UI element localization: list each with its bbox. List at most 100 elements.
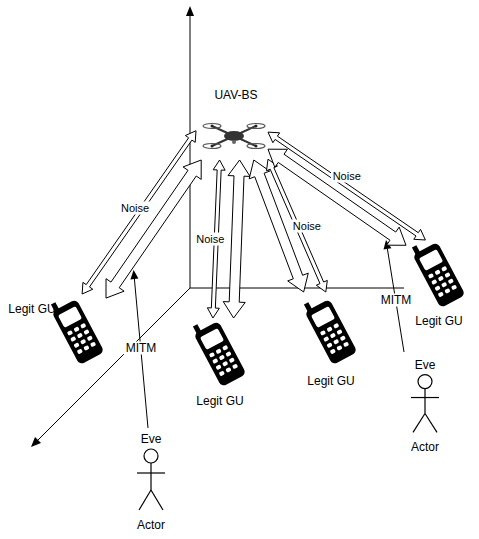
phone-screen bbox=[311, 306, 335, 328]
phone-key bbox=[229, 357, 235, 363]
phone-key bbox=[320, 330, 326, 336]
z-axis bbox=[190, 16, 191, 288]
drone-hub bbox=[255, 145, 258, 148]
phone-key bbox=[222, 361, 228, 367]
actor-head bbox=[144, 449, 158, 463]
phone-body bbox=[305, 299, 358, 365]
phone-key bbox=[438, 276, 444, 282]
phone-key bbox=[441, 282, 447, 288]
actor-limb bbox=[137, 472, 165, 473]
phone-screen bbox=[58, 306, 82, 328]
node-label: Eve bbox=[141, 432, 162, 446]
phone-key bbox=[87, 335, 93, 341]
link-arrow bbox=[268, 149, 406, 245]
phone-key bbox=[431, 279, 437, 285]
phone-key bbox=[330, 348, 336, 354]
mitm-arrowhead bbox=[130, 270, 138, 279]
attacker-node: EveActor bbox=[402, 358, 448, 456]
phone-key bbox=[444, 288, 450, 294]
phone-illustration bbox=[192, 318, 248, 390]
phone-key bbox=[212, 358, 218, 364]
phone-key bbox=[444, 272, 450, 278]
actor-illustration bbox=[405, 374, 445, 438]
edge-label-holder: Noise bbox=[119, 202, 151, 215]
drone-hub bbox=[255, 125, 258, 128]
actor-head bbox=[418, 375, 432, 389]
phone-icon bbox=[409, 236, 465, 308]
edge-label: Noise bbox=[331, 170, 363, 183]
actor-limb bbox=[151, 490, 163, 510]
phone-key bbox=[336, 329, 342, 335]
phone-icon bbox=[301, 293, 357, 365]
phone-key bbox=[219, 355, 225, 361]
phone-key bbox=[434, 269, 440, 275]
phone-key bbox=[222, 345, 228, 351]
free-label-holder: MITM bbox=[124, 342, 159, 355]
edge-label: Noise bbox=[194, 233, 226, 246]
phone-key bbox=[225, 367, 231, 373]
phone-key bbox=[326, 342, 332, 348]
actor-limb bbox=[425, 414, 437, 433]
actor-limb bbox=[150, 463, 151, 490]
edge-label-holder: Noise bbox=[331, 170, 363, 183]
actor-limb bbox=[139, 490, 151, 510]
phone-icon bbox=[48, 293, 104, 365]
attacker-node: EveActor bbox=[128, 432, 174, 534]
drone-rotor bbox=[247, 144, 265, 149]
phone-key bbox=[67, 330, 73, 336]
actor-illustration bbox=[131, 448, 171, 516]
phone-key bbox=[330, 333, 336, 339]
actor-limb bbox=[424, 388, 425, 413]
phone-key bbox=[340, 335, 346, 341]
phone-key bbox=[70, 336, 76, 342]
phone-key bbox=[215, 364, 221, 370]
phone-body bbox=[194, 321, 247, 387]
edge-label: Noise bbox=[119, 202, 151, 215]
phone-key bbox=[434, 285, 440, 291]
drone-rotor bbox=[247, 124, 265, 129]
ground-user-node: Legit GU bbox=[4, 294, 106, 370]
axis-arrowhead bbox=[186, 6, 194, 16]
phone-key bbox=[83, 329, 89, 335]
node-label: Actor bbox=[137, 518, 165, 532]
ground-user-node: Legit GU bbox=[406, 240, 472, 328]
phone-key bbox=[225, 351, 231, 357]
drone-rotor bbox=[203, 124, 221, 129]
phone-illustration bbox=[303, 294, 359, 370]
attack-label: MITM bbox=[379, 294, 414, 307]
node-label: UAV-BS bbox=[214, 88, 257, 102]
link-arrow bbox=[223, 160, 250, 318]
phone-screen bbox=[200, 328, 224, 350]
phone-key bbox=[323, 336, 329, 342]
phone-key bbox=[215, 348, 221, 354]
node-label: Eve bbox=[415, 358, 436, 372]
node-label: Legit GU bbox=[415, 314, 462, 328]
ground-user-node: Legit GU bbox=[296, 292, 366, 388]
phone-key bbox=[80, 323, 86, 329]
phone-key bbox=[343, 341, 349, 347]
phone-key bbox=[77, 348, 83, 354]
phone-icon bbox=[190, 315, 246, 387]
actor-limb bbox=[411, 397, 439, 398]
phone-screen bbox=[419, 249, 443, 271]
axis-arrowhead bbox=[31, 437, 41, 447]
phone-key bbox=[90, 341, 96, 347]
phone-key bbox=[336, 345, 342, 351]
noise-arrow bbox=[82, 131, 196, 294]
drone-rotor bbox=[203, 144, 221, 149]
phone-key bbox=[441, 266, 447, 272]
edge-label-holder: Noise bbox=[291, 219, 323, 232]
drone-body bbox=[224, 131, 244, 141]
phone-key bbox=[333, 323, 339, 329]
phone-key bbox=[219, 370, 225, 376]
node-label: Legit GU bbox=[307, 374, 354, 388]
drone-hub bbox=[211, 125, 214, 128]
phone-key bbox=[428, 273, 434, 279]
attack-label: MITM bbox=[124, 342, 159, 355]
phone-illustration bbox=[411, 240, 467, 310]
node-label: Actor bbox=[411, 440, 439, 454]
link-arrow bbox=[106, 160, 201, 298]
